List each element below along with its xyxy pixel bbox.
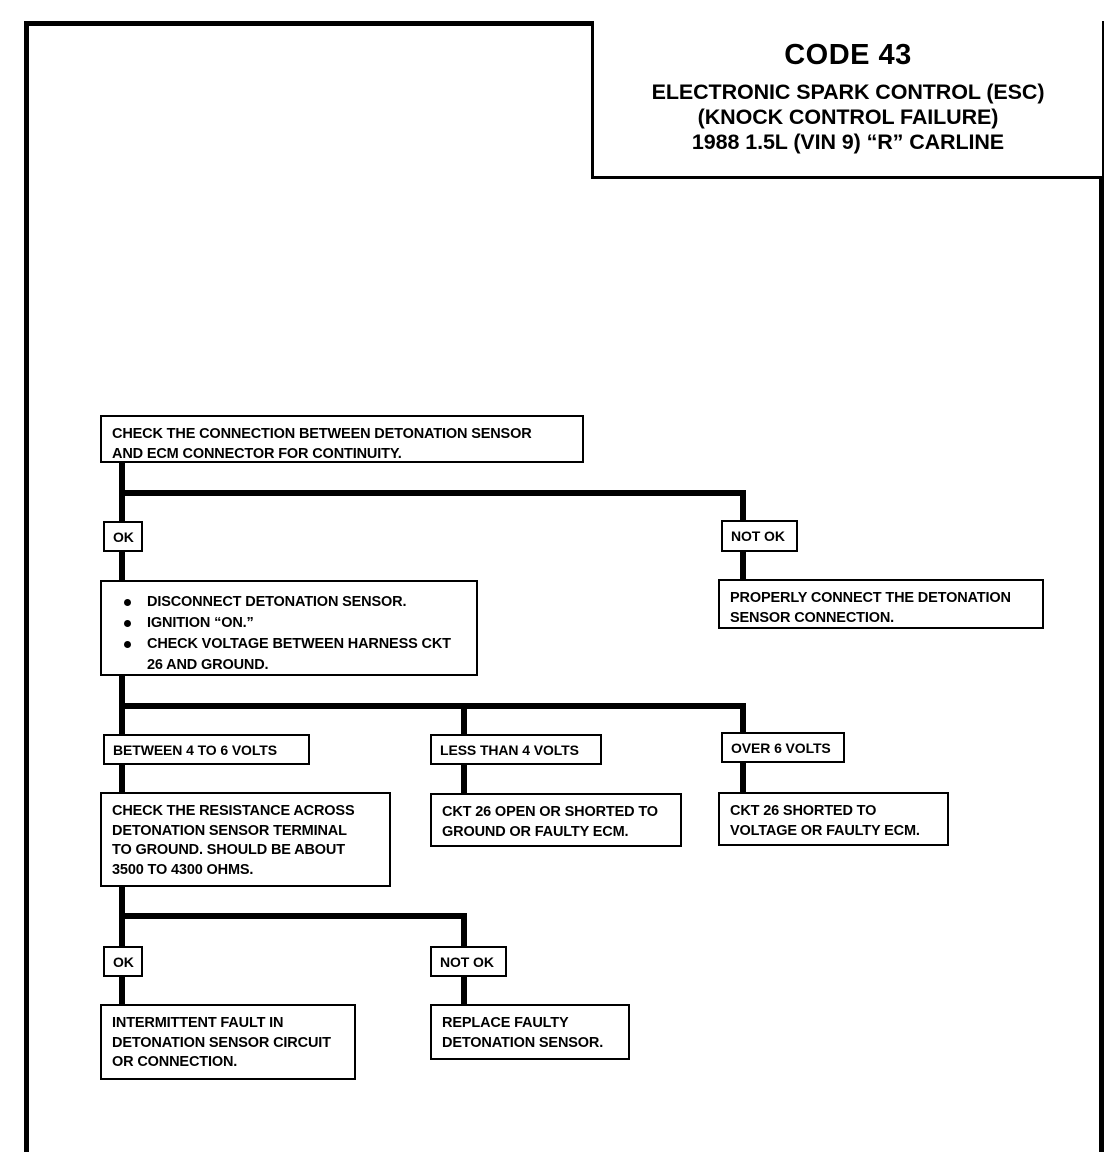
- step-ckt26-open-or-shorted-ground: CKT 26 OPEN OR SHORTED TO GROUND OR FAUL…: [430, 793, 682, 847]
- tag-over-6-volts: OVER 6 VOLTS: [721, 732, 845, 763]
- tag-ok-1: OK: [103, 521, 143, 552]
- tag-between-4-to-6-volts-label: BETWEEN 4 TO 6 VOLTS: [113, 741, 277, 758]
- step-check-connection: CHECK THE CONNECTION BETWEEN DETONATION …: [100, 415, 584, 463]
- step-disconnect-checklist: DISCONNECT DETONATION SENSOR. IGNITION “…: [100, 580, 478, 676]
- connector-v-lessthan-down: [461, 765, 467, 794]
- tag-not-ok-2: NOT OK: [430, 946, 507, 977]
- checklist-item: DISCONNECT DETONATION SENSOR.: [116, 592, 466, 613]
- connector-h-row2: [119, 703, 746, 709]
- connector-v-notok1: [740, 490, 746, 521]
- step-check-connection-text: CHECK THE CONNECTION BETWEEN DETONATION …: [112, 426, 532, 462]
- connector-h-row1: [119, 490, 746, 496]
- step-replace-sensor: REPLACE FAULTY DETONATION SENSOR.: [430, 1004, 630, 1060]
- tag-not-ok-1: NOT OK: [721, 520, 798, 552]
- page-border-left: [24, 21, 29, 1152]
- step-check-resistance: CHECK THE RESISTANCE ACROSS DETONATION S…: [100, 792, 391, 887]
- connector-v-lessthan: [461, 703, 467, 734]
- step-intermittent-fault: INTERMITTENT FAULT IN DETONATION SENSOR …: [100, 1004, 356, 1080]
- checklist-item: CHECK VOLTAGE BETWEEN HARNESS CKT 26 AND…: [116, 634, 466, 676]
- title-line-2: (KNOCK CONTROL FAILURE): [697, 105, 999, 129]
- step-ckt26-open-text: CKT 26 OPEN OR SHORTED TO GROUND OR FAUL…: [442, 804, 658, 840]
- connector-v-ok2: [119, 913, 125, 946]
- connector-v-over: [740, 703, 746, 732]
- connector-v-between: [119, 703, 125, 734]
- tag-less-than-4-volts-label: LESS THAN 4 VOLTS: [440, 741, 579, 758]
- step-ckt26-shorted-voltage: CKT 26 SHORTED TO VOLTAGE OR FAULTY ECM.: [718, 792, 949, 846]
- step-ckt26-shorted-text: CKT 26 SHORTED TO VOLTAGE OR FAULTY ECM.: [730, 803, 920, 839]
- step-properly-connect-text: PROPERLY CONNECT THE DETONATION SENSOR C…: [730, 590, 1011, 626]
- checklist: DISCONNECT DETONATION SENSOR. IGNITION “…: [116, 592, 466, 676]
- connector-v-over-down: [740, 763, 746, 792]
- connector-h-row3: [119, 913, 467, 919]
- connector-v-ok1: [119, 490, 125, 521]
- connector-v-resistance: [119, 887, 125, 919]
- step-intermittent-fault-text: INTERMITTENT FAULT IN DETONATION SENSOR …: [112, 1015, 331, 1070]
- tag-between-4-to-6-volts: BETWEEN 4 TO 6 VOLTS: [103, 734, 310, 765]
- tag-not-ok-1-label: NOT OK: [731, 528, 785, 544]
- step-properly-connect: PROPERLY CONNECT THE DETONATION SENSOR C…: [718, 579, 1044, 629]
- connector-v-bullets: [119, 676, 125, 709]
- page-border-right: [1099, 21, 1104, 1152]
- connector-v-ok2-down: [119, 977, 125, 1005]
- connector-v-between-down: [119, 765, 125, 794]
- step-replace-sensor-text: REPLACE FAULTY DETONATION SENSOR.: [442, 1015, 604, 1051]
- tag-not-ok-2-label: NOT OK: [440, 953, 494, 970]
- connector-v-root: [119, 463, 125, 496]
- trouble-code-title: CODE 43: [784, 39, 912, 71]
- title-line-3: 1988 1.5L (VIN 9) “R” CARLINE: [691, 130, 1005, 154]
- connector-v-ok1-down: [119, 552, 125, 582]
- connector-v-notok2: [461, 913, 467, 946]
- tag-ok-1-label: OK: [113, 528, 134, 545]
- title-line-1: ELECTRONIC SPARK CONTROL (ESC): [651, 80, 1045, 104]
- checklist-item: IGNITION “ON.”: [116, 613, 466, 634]
- tag-less-than-4-volts: LESS THAN 4 VOLTS: [430, 734, 602, 765]
- connector-v-notok1-down: [740, 552, 746, 581]
- tag-ok-2: OK: [103, 946, 143, 977]
- step-check-resistance-text: CHECK THE RESISTANCE ACROSS DETONATION S…: [112, 803, 355, 878]
- title-block: CODE 43 ELECTRONIC SPARK CONTROL (ESC) (…: [591, 21, 1102, 179]
- tag-over-6-volts-label: OVER 6 VOLTS: [731, 739, 831, 756]
- tag-ok-2-label: OK: [113, 953, 134, 970]
- connector-v-notok2-down: [461, 977, 467, 1005]
- page-border-top: [24, 21, 1104, 26]
